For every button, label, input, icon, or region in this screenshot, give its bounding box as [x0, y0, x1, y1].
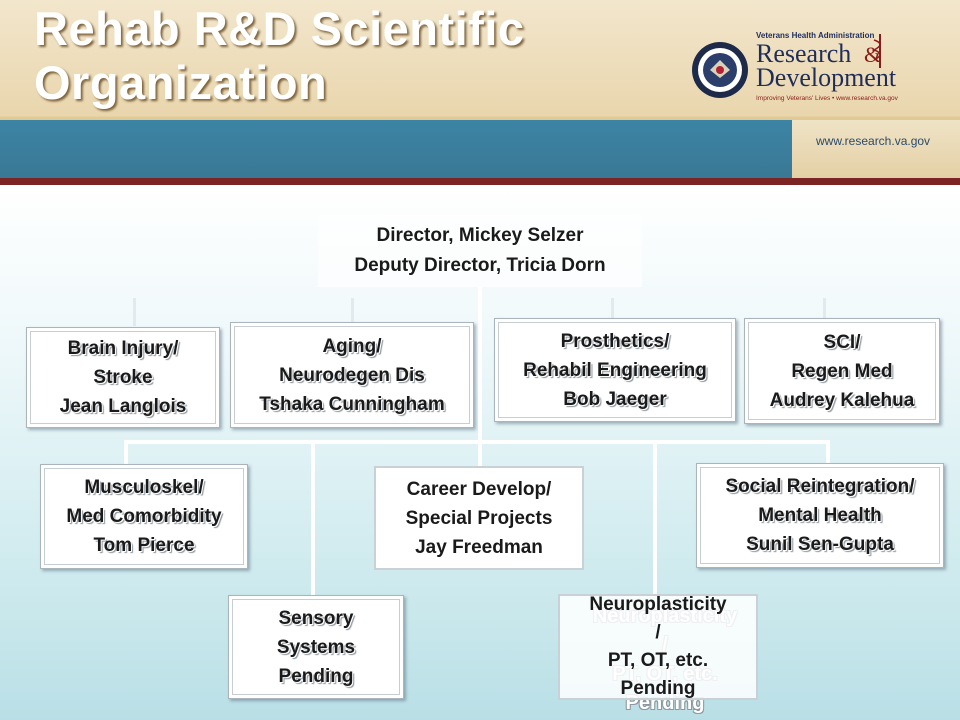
unit-brain-injury-line-1: Brain Injury/: [67, 338, 179, 359]
director-box: Director, Mickey Selzer Deputy Director,…: [318, 215, 642, 287]
connector-social: [826, 440, 830, 464]
connector-sci: [823, 298, 826, 318]
connector-sensory: [311, 440, 315, 596]
unit-career: Career Develop/ Special Projects Jay Fre…: [374, 466, 584, 570]
unit-prosthetics-line-3: Bob Jaeger: [563, 388, 667, 410]
unit-neuro-line-3: PT, OT, etc.: [607, 650, 709, 671]
unit-sensory-line-3: Pending: [278, 665, 354, 687]
logo-tagline: Improving Veterans' Lives • www.research…: [756, 95, 899, 102]
logo-research: Research: [756, 39, 851, 68]
connector-career: [478, 440, 482, 468]
logo-development: Development: [756, 63, 897, 92]
unit-social: Social Reintegration/ Mental Health Suni…: [696, 463, 944, 568]
unit-musculoskel-line-2: Med Comorbidity: [66, 506, 222, 527]
unit-career-line-2: Special Projects: [405, 507, 553, 529]
unit-prosthetics-line-1: Prosthetics/: [560, 330, 670, 352]
connector-horizontal: [124, 440, 830, 444]
unit-sci-line-1: SCI/: [823, 331, 861, 353]
connector-main-trunk: [478, 287, 482, 443]
unit-aging: Aging/ Neurodegen Dis Tshaka Cunningham: [230, 322, 474, 428]
title-line-2: Organization: [34, 56, 328, 109]
unit-prosthetics: Prosthetics/ Rehabil Engineering Bob Jae…: [494, 318, 736, 422]
unit-social-line-3: Sunil Sen-Gupta: [746, 534, 894, 555]
header-divider: [0, 178, 960, 185]
va-seal-icon: [692, 42, 748, 98]
unit-sensory-line-1: Sensory: [278, 607, 354, 629]
unit-aging-line-2: Neurodegen Dis: [279, 364, 425, 386]
caduceus-icon: [872, 34, 881, 68]
unit-career-line-1: Career Develop/: [406, 478, 552, 500]
unit-neuro-line-2: /: [655, 622, 661, 643]
title-line-1: Rehab R&D Scientific: [34, 2, 525, 55]
unit-musculoskel: Musculoskel/ Med Comorbidity Tom Pierce: [40, 464, 248, 569]
unit-neuro-line-1: Neuroplasticity: [589, 594, 727, 615]
logo-top-text: Veterans Health Administration: [756, 31, 875, 40]
connector-musculoskel: [124, 440, 128, 464]
unit-musculoskel-line-3: Tom Pierce: [93, 535, 195, 556]
unit-sci-line-2: Regen Med: [791, 360, 893, 382]
director-line-2: Deputy Director, Tricia Dorn: [354, 255, 606, 276]
unit-brain-injury: Brain Injury/ Stroke Jean Langlois: [26, 327, 220, 428]
unit-career-line-3: Jay Freedman: [415, 536, 543, 558]
unit-sci: SCI/ Regen Med Audrey Kalehua: [744, 318, 940, 424]
page-title: Rehab R&D Scientific Organization: [34, 2, 525, 110]
unit-social-line-2: Mental Health: [758, 505, 882, 526]
unit-sci-line-3: Audrey Kalehua: [769, 389, 915, 411]
unit-aging-line-1: Aging/: [322, 335, 382, 357]
unit-neuro: Neuroplasticity / PT, OT, etc. Pending: [558, 594, 758, 700]
connector-prosthetics: [611, 298, 614, 318]
director-line-1: Director, Mickey Selzer: [376, 225, 584, 246]
connector-aging: [351, 298, 354, 322]
unit-aging-line-3: Tshaka Cunningham: [259, 393, 445, 415]
unit-brain-injury-line-2: Stroke: [93, 367, 153, 388]
va-research-logo: Veterans Health Administration Research …: [692, 31, 899, 102]
unit-sensory: Sensory Systems Pending: [228, 595, 404, 699]
connector-brain: [133, 298, 136, 326]
logo-band: [792, 120, 960, 178]
unit-social-line-1: Social Reintegration/: [725, 476, 915, 497]
unit-brain-injury-line-3: Jean Langlois: [59, 396, 187, 417]
header-teal-band: [0, 120, 792, 178]
unit-prosthetics-line-2: Rehabil Engineering: [523, 359, 707, 381]
unit-sensory-line-2: Systems: [276, 636, 356, 658]
logo-url: www.research.va.gov: [816, 134, 931, 148]
unit-musculoskel-line-1: Musculoskel/: [84, 477, 204, 498]
unit-neuro-line-4: Pending: [620, 678, 696, 699]
connector-neuro: [653, 440, 657, 596]
